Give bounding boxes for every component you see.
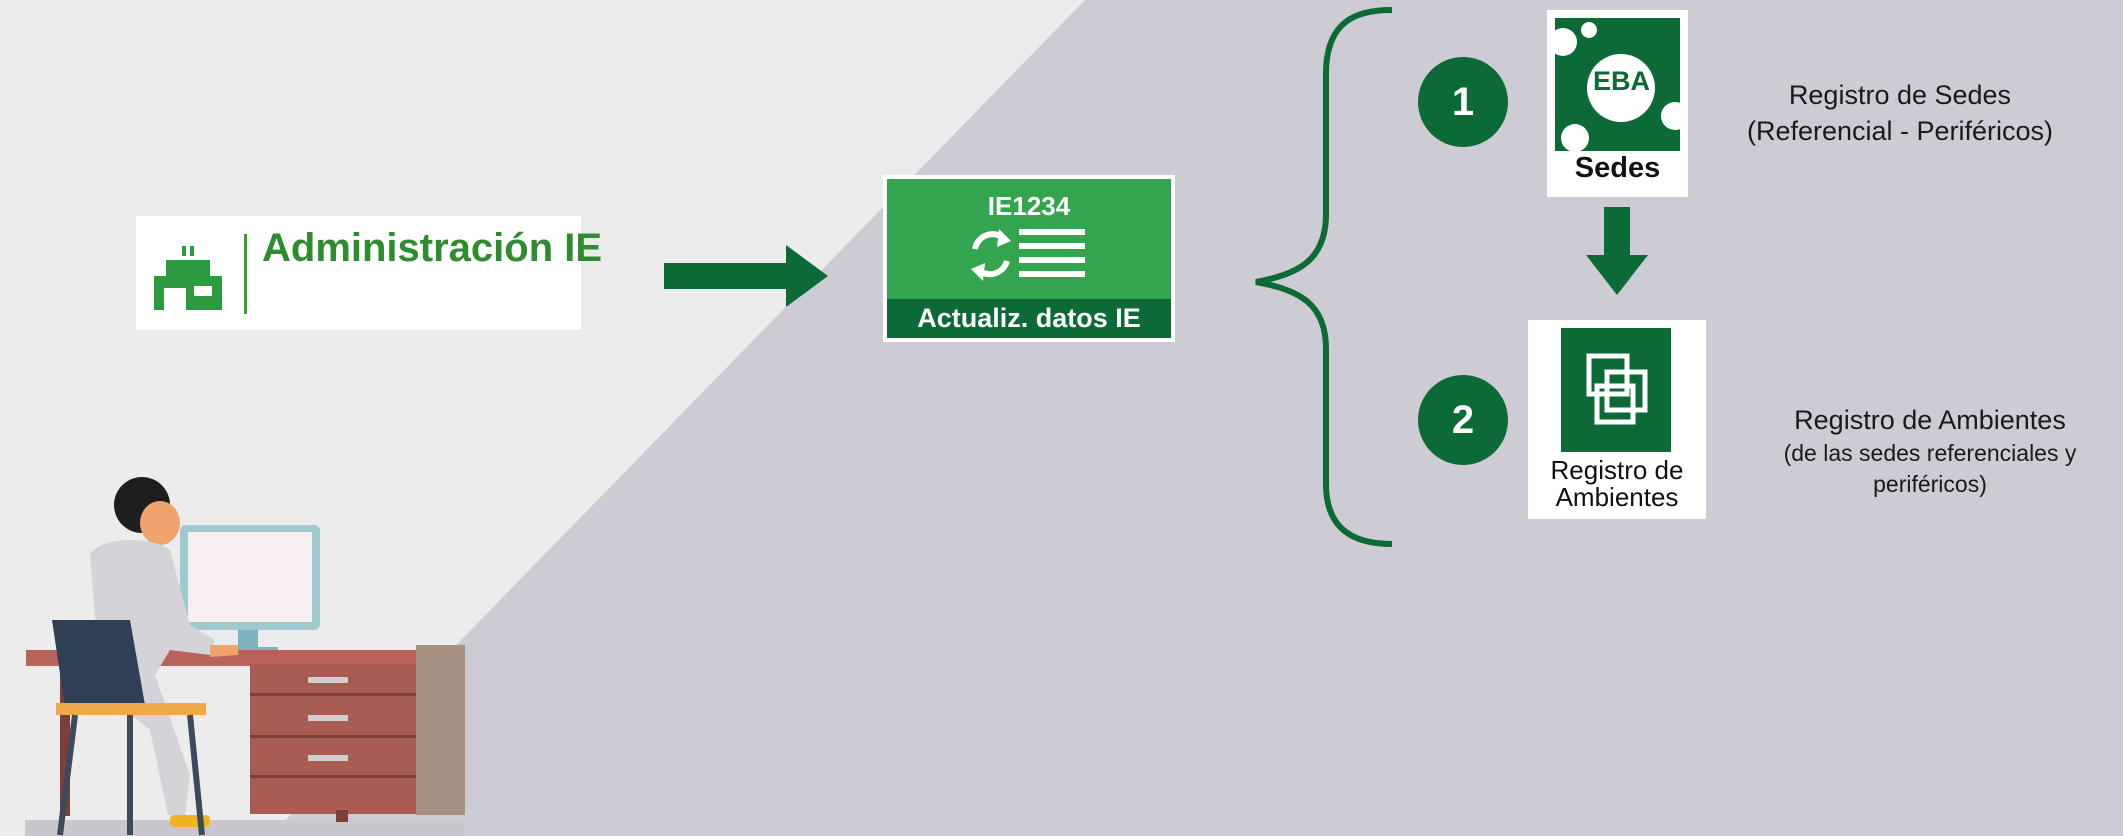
ie-card-body: IE1234 Actualiz. datos IE [887,179,1171,338]
ambientes-label-line2: Ambientes [1555,482,1679,512]
ambientes-card-icon-bg [1561,328,1671,452]
ie-card-label: Actualiz. datos IE [917,303,1141,333]
curly-brace [1255,7,1393,547]
ambientes-card-label: Registro de Ambientes [1528,457,1706,511]
actualiz-datos-ie-card[interactable]: IE1234 Actualiz. datos IE [883,175,1175,342]
arrow-down-icon [1586,207,1648,295]
person-at-desk-illustration [25,477,465,836]
step-1-subtitle: (Referencial - Periféricos) [1746,116,2054,146]
arrow-right-icon [664,245,828,307]
ie-code: IE1234 [987,191,1071,221]
step-2-subtitle-line1: (de las sedes referenciales y [1783,440,2077,466]
step-2-description: Registro de Ambientes (de las sedes refe… [1765,402,2095,500]
sedes-card[interactable]: EBA Sedes [1547,10,1688,197]
divider [244,234,247,314]
step-1-badge: 1 [1418,57,1508,147]
step-1-title: Registro de Sedes [1788,80,2012,110]
sedes-card-label: Sedes [1574,152,1661,184]
step-2-subtitle-line2: periféricos) [1873,471,1987,497]
step-2-badge: 2 [1418,375,1508,465]
admin-ie-title: Administración IE [262,226,603,270]
overlapping-squares-icon [1586,353,1648,425]
eba-circles-icon [1555,22,1680,151]
ambientes-label-line1: Registro de [1550,455,1684,485]
step-1-description: Registro de Sedes (Referencial - Perifér… [1725,77,2075,149]
eba-badge-text: EBA [1592,66,1650,96]
ie-card-footer [887,299,1171,338]
admin-ie-card[interactable]: Administración IE [136,216,602,330]
registro-ambientes-card[interactable]: Registro de Ambientes [1528,320,1706,519]
refresh-list-icon [971,229,1085,281]
school-building-icon [154,246,222,310]
step-2-title: Registro de Ambientes [1794,405,2066,435]
